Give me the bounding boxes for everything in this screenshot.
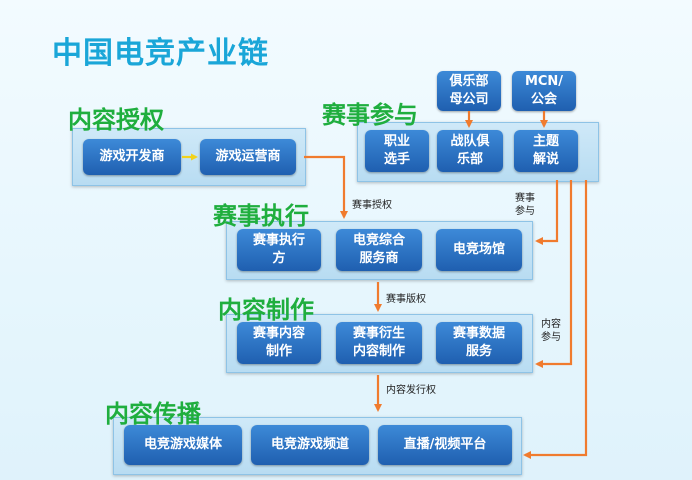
node-live-video-platform: 直播/视频平台 — [378, 425, 512, 465]
node-derivative-content: 赛事衍生 内容制作 — [336, 322, 422, 364]
node-club-parent: 俱乐部 母公司 — [437, 71, 501, 111]
annotation-event-license: 赛事授权 — [352, 200, 392, 211]
node-mcn-guild: MCN/ 公会 — [512, 71, 576, 111]
page-title: 中国电竞产业链 — [52, 36, 269, 71]
section-title-event-execution: 赛事执行 — [213, 202, 309, 230]
annotation-event-participation: 赛事 参与 — [515, 193, 535, 217]
section-title-content-production: 内容制作 — [218, 296, 314, 324]
node-event-executor: 赛事执行 方 — [237, 229, 321, 271]
node-event-data: 赛事数据 服务 — [436, 322, 522, 364]
node-game-developer: 游戏开发商 — [83, 139, 181, 175]
arrow-event-license — [304, 155, 348, 219]
annotation-event-copyright: 赛事版权 — [386, 294, 426, 305]
arrow-event-participation — [535, 180, 559, 245]
section-title-content-distribution: 内容传播 — [105, 400, 201, 428]
section-title-event-participation: 赛事参与 — [322, 101, 418, 129]
node-esports-service: 电竞综合 服务商 — [336, 229, 422, 271]
node-pro-player: 职业 选手 — [365, 130, 429, 172]
annotation-content-participation: 内容 参与 — [541, 319, 561, 343]
node-host-commentator: 主题 解说 — [514, 130, 578, 172]
node-esports-channel: 电竞游戏频道 — [251, 425, 369, 465]
annotation-content-distribution-rights: 内容发行权 — [386, 385, 436, 396]
node-esports-media: 电竞游戏媒体 — [124, 425, 242, 465]
section-title-content-license: 内容授权 — [68, 106, 164, 134]
node-event-content: 赛事内容 制作 — [237, 322, 321, 364]
node-esports-venue: 电竞场馆 — [436, 229, 522, 271]
node-game-operator: 游戏运营商 — [200, 139, 296, 175]
node-team-club: 战队俱 乐部 — [437, 130, 503, 172]
